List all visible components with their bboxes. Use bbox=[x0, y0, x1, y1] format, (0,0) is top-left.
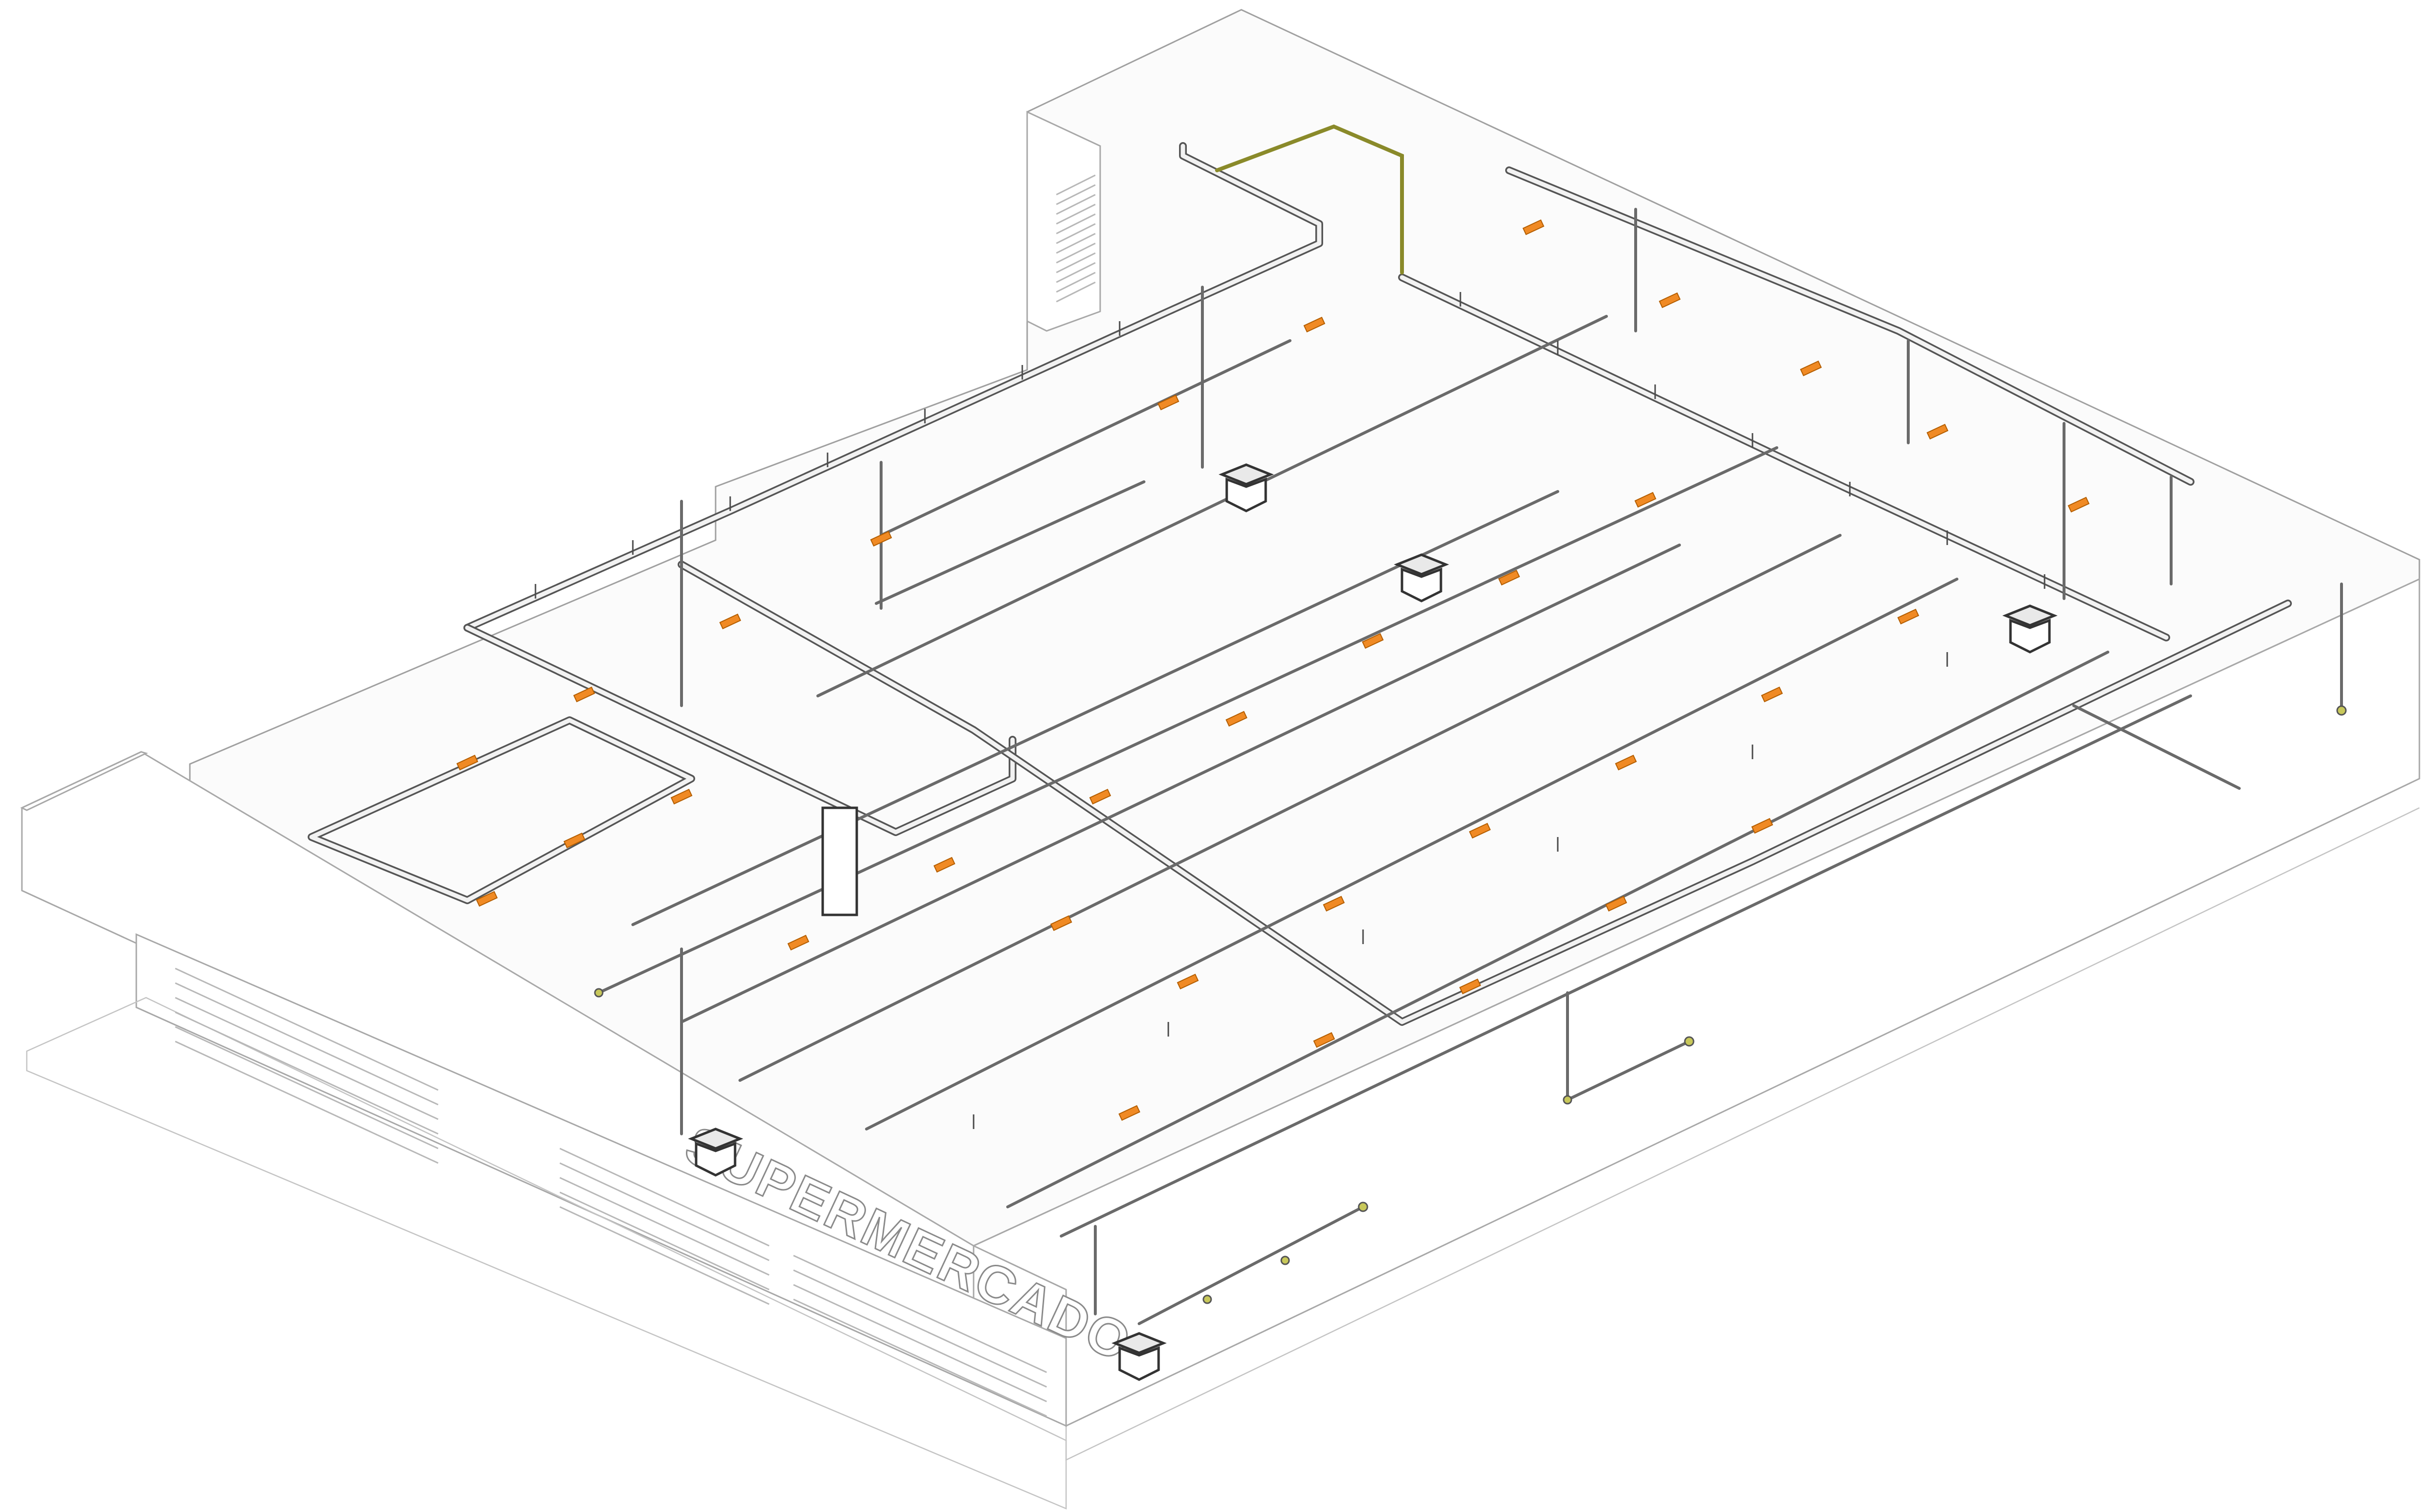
terminal-node bbox=[1563, 1095, 1572, 1105]
light-fixture-icon bbox=[2067, 496, 2090, 513]
light-fixture-icon bbox=[573, 686, 595, 703]
junction-box-icon bbox=[1394, 553, 1449, 602]
terminal-node bbox=[2336, 705, 2347, 716]
riser-cabinet bbox=[821, 806, 858, 916]
light-fixture-icon bbox=[1157, 394, 1180, 411]
light-fixture-icon bbox=[1659, 292, 1681, 309]
light-fixture-icon bbox=[1469, 822, 1491, 839]
junction-box-icon bbox=[1218, 463, 1274, 512]
upper-block-face bbox=[1026, 110, 1101, 332]
light-fixture-icon bbox=[456, 754, 479, 771]
light-fixture-icon bbox=[1362, 633, 1384, 649]
light-fixture-icon bbox=[1050, 915, 1072, 931]
hanger-rods bbox=[535, 292, 2046, 1129]
junction-boxes bbox=[688, 463, 2058, 1381]
light-fixture-icon bbox=[1751, 818, 1773, 834]
light-fixture-icon bbox=[1225, 710, 1248, 727]
light-fixture-icon bbox=[563, 832, 586, 849]
light-fixture-icon bbox=[1177, 973, 1199, 990]
light-fixture-icon bbox=[670, 788, 693, 805]
terminal-node bbox=[1684, 1036, 1695, 1047]
terminal-node bbox=[1358, 1202, 1368, 1212]
light-fixture-icon bbox=[1118, 1105, 1141, 1121]
base-platform bbox=[26, 997, 1067, 1510]
light-fixture-icon bbox=[1926, 423, 1949, 440]
light-fixture-icon bbox=[1323, 895, 1345, 912]
terminal-node bbox=[594, 988, 604, 998]
light-fixture-icon bbox=[1897, 608, 1919, 625]
light-fixture-icon bbox=[719, 613, 741, 630]
light-fixture-icon bbox=[870, 530, 892, 547]
light-fixture-icon bbox=[476, 891, 498, 907]
junction-box-icon bbox=[2002, 604, 2058, 654]
junction-box-icon bbox=[688, 1128, 743, 1177]
light-fixture-icon bbox=[1522, 219, 1545, 236]
canopy-top bbox=[20, 751, 148, 811]
light-fixtures bbox=[456, 219, 2090, 1121]
light-fixture-icon bbox=[1313, 1032, 1335, 1048]
right-wall bbox=[972, 578, 2420, 1427]
light-fixture-icon bbox=[1459, 978, 1481, 995]
light-fixture-icon bbox=[1615, 754, 1637, 771]
upper-louver bbox=[1056, 174, 1096, 303]
junction-box-icon bbox=[1111, 1332, 1167, 1381]
terminal-node bbox=[1280, 1256, 1290, 1265]
light-fixture-icon bbox=[933, 856, 956, 873]
light-fixture-icon bbox=[1634, 492, 1657, 508]
light-fixture-icon bbox=[787, 934, 810, 951]
gas-pipe-run bbox=[1215, 124, 1404, 274]
light-fixture-icon bbox=[1303, 316, 1326, 333]
branch-runs bbox=[597, 315, 2192, 1238]
light-fixture-icon bbox=[1089, 788, 1111, 805]
exterior-branches bbox=[594, 704, 2347, 1325]
light-fixture-icon bbox=[1605, 895, 1627, 912]
light-fixture-icon bbox=[1498, 569, 1520, 586]
light-fixture-icon bbox=[1761, 686, 1783, 703]
light-fixture-icon bbox=[1800, 360, 1822, 377]
terminal-node bbox=[1202, 1294, 1212, 1304]
storefront-shutters bbox=[175, 967, 1047, 1417]
